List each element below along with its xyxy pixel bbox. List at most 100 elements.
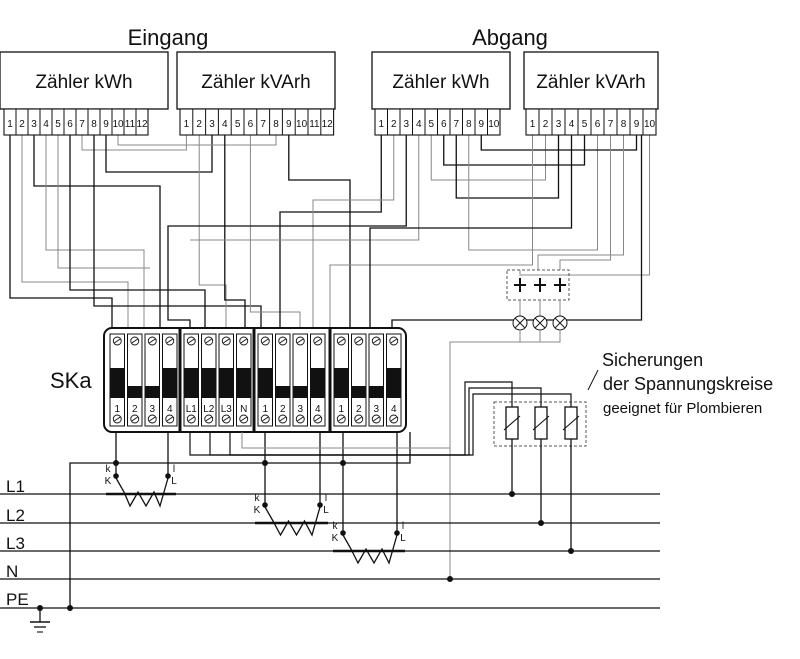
pushbutton-box (506, 269, 570, 301)
meter-title: Zähler kVArh (201, 72, 310, 93)
wire (9, 135, 113, 334)
ska-terminal-label: 4 (167, 404, 173, 415)
fuse-icon (532, 415, 550, 431)
wire (279, 135, 382, 334)
terminal-number: 6 (595, 119, 601, 130)
ska-slot (351, 333, 367, 427)
screw-slot (149, 338, 156, 344)
screw-slot (390, 416, 397, 422)
lamp-icon (514, 317, 526, 329)
bus-label-l3: L3 (6, 534, 25, 553)
wire (167, 135, 407, 334)
wire (209, 387, 542, 456)
wire (241, 432, 450, 449)
terminal-number: 6 (441, 119, 447, 130)
terminal-number: 1 (530, 119, 536, 130)
meter-body (371, 51, 511, 110)
junction-dot (538, 520, 544, 526)
wire (559, 135, 611, 270)
ct-label-K: K (254, 505, 261, 516)
meter-title: Zähler kVArh (536, 72, 645, 93)
ct-label-l: l (402, 521, 404, 532)
terminal-number: 4 (569, 119, 575, 130)
wire (105, 135, 213, 173)
screw-slot (188, 416, 195, 422)
wire (93, 135, 262, 334)
terminal-number: 8 (273, 119, 279, 130)
fuse-icon (562, 415, 580, 431)
ct-label-l: l (173, 464, 175, 475)
switch-block (334, 368, 349, 398)
fuse-group (189, 381, 587, 554)
screw-slot (205, 416, 212, 422)
wire (33, 135, 161, 334)
screw-slot (279, 416, 286, 422)
terminal-number: 1 (378, 119, 384, 130)
screw-slot (338, 416, 345, 422)
screw-slot (297, 416, 304, 422)
terminal-number: 4 (416, 119, 422, 130)
wire (468, 135, 598, 251)
wire (249, 135, 301, 334)
junction-dot (37, 605, 43, 611)
screw-slot (149, 416, 156, 422)
bus-label-n: N (6, 562, 18, 581)
meter-body (523, 51, 659, 110)
bus-label-l1: L1 (6, 477, 25, 496)
meter-body (176, 51, 336, 110)
meter-title: Zähler kWh (35, 72, 132, 93)
wire (430, 135, 546, 181)
switch-block (258, 368, 273, 398)
wire (69, 432, 411, 608)
switch-block (310, 368, 325, 398)
screw-slot (373, 338, 380, 344)
terminal-number: 7 (79, 119, 85, 130)
switch-block (219, 368, 234, 398)
screw-slot (131, 416, 138, 422)
terminal-number: 9 (478, 119, 484, 130)
fuse-box (493, 401, 587, 447)
screw-slot (223, 416, 230, 422)
screw-slot (279, 338, 286, 344)
screw-slot (297, 338, 304, 344)
terminal-number: 5 (582, 119, 588, 130)
ct-label-K: K (105, 476, 112, 487)
switch-block (236, 368, 251, 398)
wire (449, 330, 541, 578)
switch-block (110, 368, 125, 398)
terminal-number: 2 (391, 119, 397, 130)
terminal-number: 5 (235, 119, 241, 130)
terminal-number: 2 (19, 119, 25, 130)
switch-block (145, 386, 160, 398)
fuses-note-line1: Sicherungen (602, 350, 703, 370)
ska-terminal-label: N (240, 404, 247, 415)
ska-terminal-label: 1 (262, 404, 268, 415)
terminal-number: 10 (296, 119, 308, 130)
terminal-number: 12 (322, 119, 334, 130)
junction-dot (113, 460, 119, 466)
screw-slot (131, 338, 138, 344)
terminal-number: 4 (43, 119, 49, 130)
switch-block (184, 368, 199, 398)
bus-label-l2: L2 (6, 506, 25, 525)
bus-label-pe: PE (6, 590, 29, 609)
wire (189, 381, 513, 456)
terminal-number: 1 (7, 119, 13, 130)
terminal-number: 3 (403, 119, 409, 130)
screw-slot (338, 338, 345, 344)
ska-terminal-label: 3 (297, 404, 303, 415)
ct-winding (115, 477, 169, 508)
switch-block (162, 368, 177, 398)
ska-terminal-label: 2 (356, 404, 362, 415)
terminal-number: 6 (67, 119, 73, 130)
ct-winding (342, 534, 398, 565)
terminal-number: 11 (309, 119, 320, 130)
switch-block (386, 368, 401, 398)
terminal-number: 6 (248, 119, 254, 130)
